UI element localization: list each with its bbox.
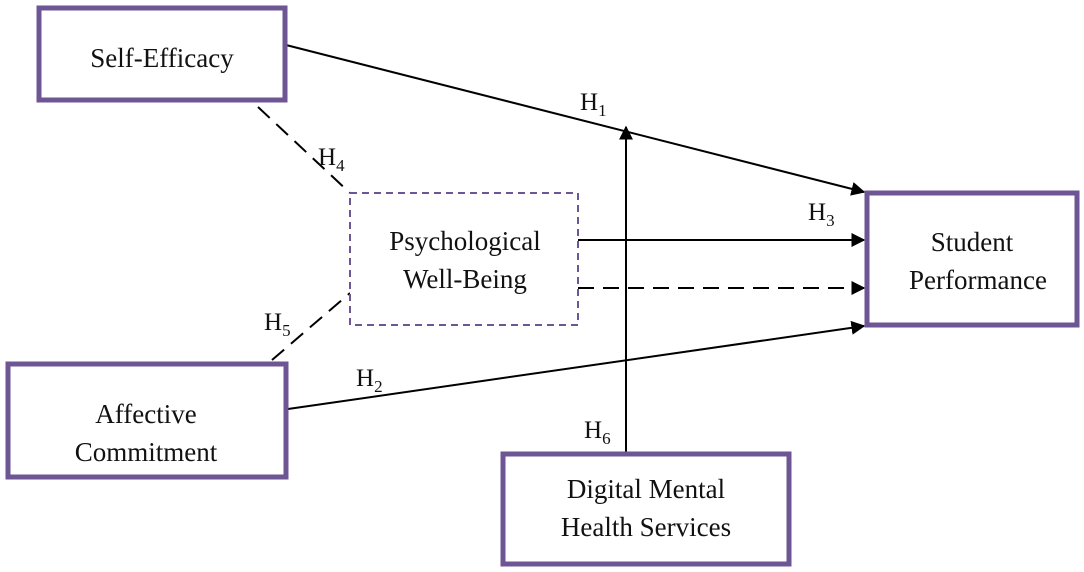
path-h2-commitment-to-performance: [287, 320, 866, 410]
node-label: Commitment: [75, 437, 218, 467]
node-label: Performance: [909, 265, 1047, 295]
svg-text:Student: Student: [931, 227, 1014, 257]
node-digital-mental-health-services: Digital Mental Health Services: [500, 451, 792, 567]
svg-text:Commitment: Commitment: [75, 437, 218, 467]
node-label: Affective: [95, 399, 196, 429]
node-label: Health Services: [561, 512, 731, 542]
node-label: Digital Mental: [567, 474, 725, 504]
svg-text:Psychological: Psychological: [389, 226, 540, 256]
hypothesis-label-h4: H4: [318, 144, 345, 175]
hypothesis-label-h3: H3: [808, 199, 835, 230]
node-affective-commitment: Affective Commitment: [5, 361, 289, 480]
node-label: Well-Being: [403, 264, 527, 294]
hypothesis-label-h6: H6: [584, 417, 611, 448]
svg-text:Health Services: Health Services: [561, 512, 731, 542]
svg-text:Well-Being: Well-Being: [403, 264, 527, 294]
svg-text:Affective: Affective: [95, 399, 196, 429]
node-student-performance: Student Performance: [864, 190, 1080, 328]
hypothesis-label-h1: H1: [580, 89, 607, 120]
node-self-efficacy: Self-Efficacy: [36, 5, 288, 103]
svg-text:Performance: Performance: [909, 265, 1047, 295]
hypothesis-label-h2: H2: [356, 365, 383, 396]
node-label: Psychological: [389, 226, 540, 256]
node-label: Student: [931, 227, 1014, 257]
svg-text:Self-Efficacy: Self-Efficacy: [90, 43, 234, 73]
svg-text:Digital Mental: Digital Mental: [567, 474, 725, 504]
path-h4-self-efficacy-to-wellbeing: [257, 106, 351, 194]
node-label: Self-Efficacy: [90, 43, 234, 73]
node-psychological-well-being: Psychological Well-Being: [349, 192, 579, 326]
hypothesis-label-h5: H5: [264, 309, 291, 340]
path-h1-self-efficacy-to-performance: [285, 44, 866, 196]
path-h5-commitment-to-wellbeing: [271, 292, 351, 361]
